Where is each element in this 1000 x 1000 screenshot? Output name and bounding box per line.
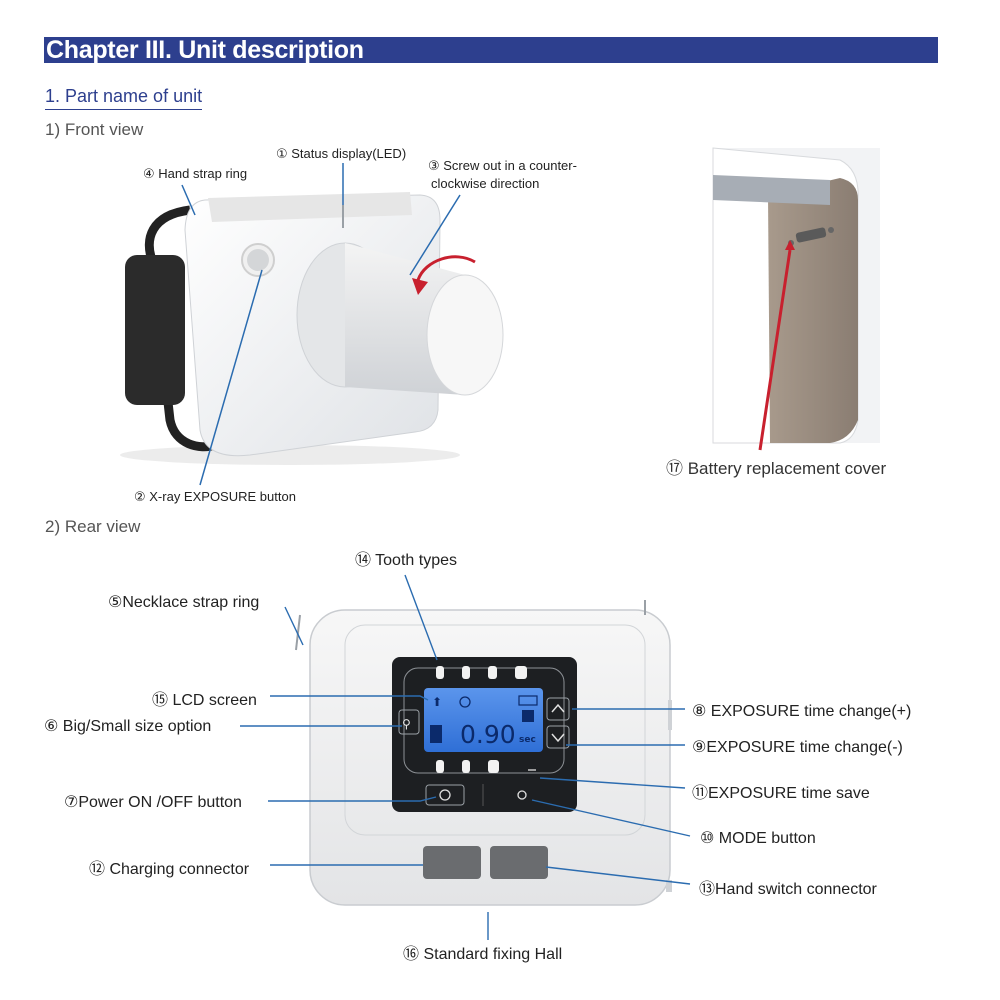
lcd-time-value: 0.90 [460,720,516,749]
label-charging-connector: ⑫ Charging connector [89,855,249,879]
svg-text:⬆: ⬆ [432,695,442,709]
label-time-save: ⑪EXPOSURE time save [692,779,870,803]
label-mode-button: ⑩ MODE button [700,828,816,848]
label-size-option: ⑥ Big/Small size option [44,716,211,736]
rear-device-illustration: ⬆ ⚲ [240,575,690,940]
front-device-illustration [120,163,503,485]
lcd-time-unit: sec [519,735,536,745]
label-hand-switch: ⑬Hand switch connector [699,875,877,899]
label-fixing-hall: ⑯ Standard fixing Hall [403,940,562,964]
label-screw-out-2: clockwise direction [431,176,539,191]
label-necklace-strap: ⑤Necklace strap ring [108,592,259,612]
label-exposure-button: ② X-ray EXPOSURE button [134,489,296,505]
label-lcd-screen: ⑮ LCD screen [152,686,257,710]
label-power-button: ⑦Power ON /OFF button [64,792,242,812]
svg-text:⚲: ⚲ [402,717,411,731]
label-status-display: ① Status display(LED) [276,146,406,162]
rear-view-heading: 2) Rear view [45,517,140,537]
label-time-minus: ⑨EXPOSURE time change(-) [692,737,903,757]
battery-cover-illustration [713,148,880,450]
label-screw-out-1: ③ Screw out in a counter- [428,158,577,174]
label-tooth-types: ⑭ Tooth types [355,546,457,570]
label-battery-cover: ⑰ Battery replacement cover [666,454,886,479]
label-time-plus: ⑧ EXPOSURE time change(+) [692,701,911,721]
hand-strap-pad [125,255,185,405]
label-hand-strap: ④ Hand strap ring [143,166,247,182]
